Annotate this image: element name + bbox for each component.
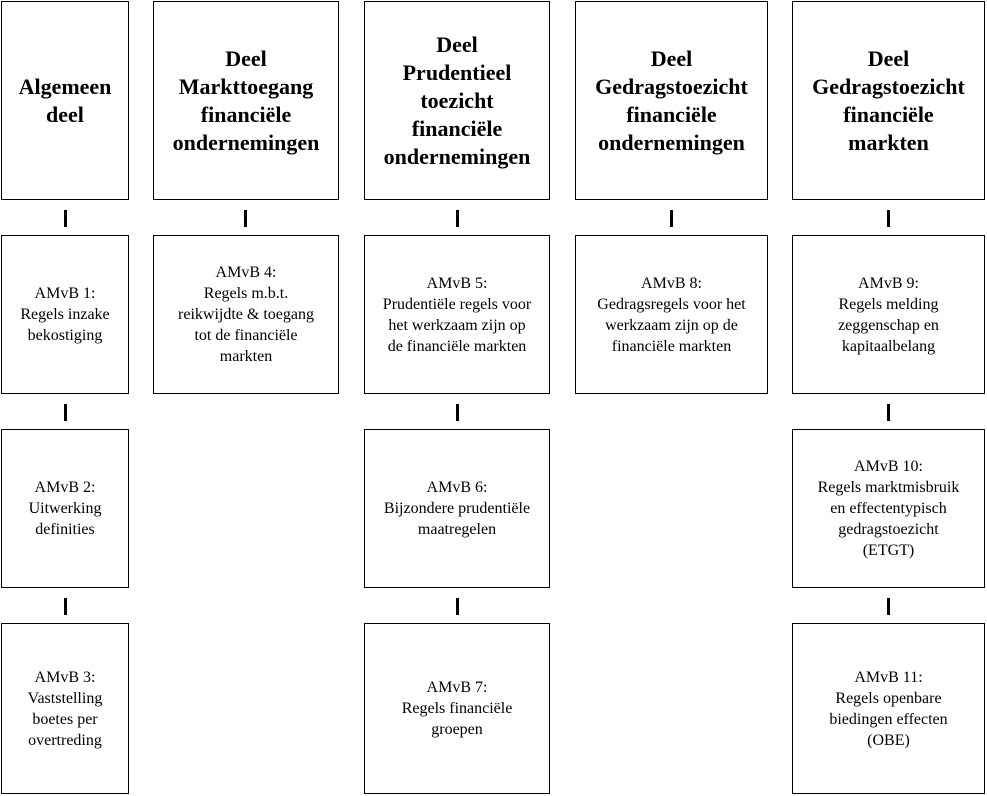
amvb-label: AMvB 11: Regels openbare biedingen effec… [829, 668, 948, 749]
header-gedragstoezicht-markten: Deel Gedragstoezicht financiële markten [792, 1, 985, 200]
amvb-label: AMvB 6: Bijzondere prudentiële maatregel… [383, 479, 531, 538]
header-label: Deel Markttoegang financiële onderneming… [172, 45, 320, 155]
amvb-label: AMvB 3: Vaststelling boetes per overtred… [27, 668, 103, 749]
amvb-1-box: AMvB 1: Regels inzake bekostiging [1, 235, 129, 394]
amvb-label: AMvB 4: Regels m.b.t. reikwijdte & toega… [178, 264, 314, 365]
header-markttoegang: Deel Markttoegang financiële onderneming… [153, 1, 339, 200]
amvb-label: AMvB 5: Prudentiële regels voor het werk… [382, 274, 532, 355]
amvb-label: AMvB 1: Regels inzake bekostiging [20, 285, 110, 344]
amvb-label: AMvB 2: Uitwerking definities [28, 479, 102, 538]
amvb-6-box: AMvB 6: Bijzondere prudentiële maatregel… [364, 429, 550, 588]
connector [244, 210, 247, 227]
amvb-2-box: AMvB 2: Uitwerking definities [1, 429, 129, 588]
connector [64, 404, 67, 421]
connector [887, 210, 890, 227]
amvb-label: AMvB 8: Gedragsregels voor het werkzaam … [597, 274, 746, 355]
amvb-10-box: AMvB 10: Regels marktmisbruik en effecte… [792, 429, 985, 588]
amvb-3-box: AMvB 3: Vaststelling boetes per overtred… [1, 623, 129, 794]
header-prudentieel-toezicht: Deel Prudentieel toezicht financiële ond… [364, 1, 550, 200]
connector [456, 404, 459, 421]
amvb-7-box: AMvB 7: Regels financiële groepen [364, 623, 550, 794]
header-label: Deel Prudentieel toezicht financiële ond… [383, 31, 531, 169]
header-algemeen-deel: Algemeen deel [1, 1, 129, 200]
connector [64, 210, 67, 227]
connector [456, 598, 459, 615]
connector [64, 598, 67, 615]
connector [887, 598, 890, 615]
amvb-11-box: AMvB 11: Regels openbare biedingen effec… [792, 623, 985, 794]
amvb-9-box: AMvB 9: Regels melding zeggenschap en ka… [792, 235, 985, 394]
header-label: Deel Gedragstoezicht financiële markten [812, 45, 965, 155]
amvb-8-box: AMvB 8: Gedragsregels voor het werkzaam … [575, 235, 768, 394]
amvb-label: AMvB 9: Regels melding zeggenschap en ka… [838, 274, 939, 355]
amvb-label: AMvB 7: Regels financiële groepen [401, 679, 513, 738]
header-label: Algemeen deel [18, 73, 112, 127]
connector [887, 404, 890, 421]
amvb-5-box: AMvB 5: Prudentiële regels voor het werk… [364, 235, 550, 394]
header-gedragstoezicht-ondernemingen: Deel Gedragstoezicht financiële ondernem… [575, 1, 768, 200]
connector [670, 210, 673, 227]
amvb-4-box: AMvB 4: Regels m.b.t. reikwijdte & toega… [153, 235, 339, 394]
amvb-label: AMvB 10: Regels marktmisbruik en effecte… [817, 458, 960, 559]
connector [456, 210, 459, 227]
header-label: Deel Gedragstoezicht financiële ondernem… [595, 45, 748, 155]
